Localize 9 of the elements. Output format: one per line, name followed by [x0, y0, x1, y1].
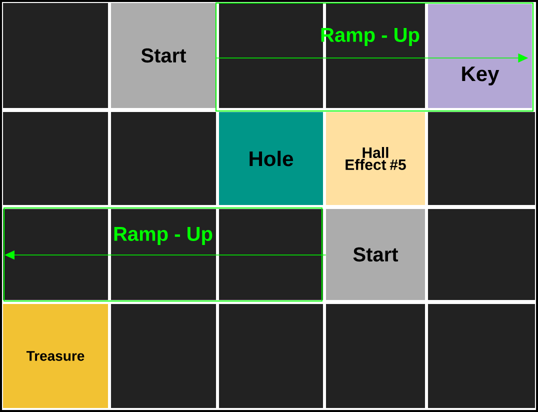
labeled-cell: Hole — [219, 112, 323, 205]
labeled-cell: Treasure — [3, 304, 108, 408]
ramp-zone-frame — [4, 208, 322, 302]
labeled-cell: Start — [326, 209, 425, 300]
edge-label: Ramp - Up — [114, 227, 212, 245]
labeled-cell: Hall Effect #5 — [326, 112, 425, 205]
labeled-cell: Start — [111, 3, 216, 108]
ramp-zone-frame — [216, 2, 534, 112]
labeled-cell: Key — [428, 4, 532, 108]
